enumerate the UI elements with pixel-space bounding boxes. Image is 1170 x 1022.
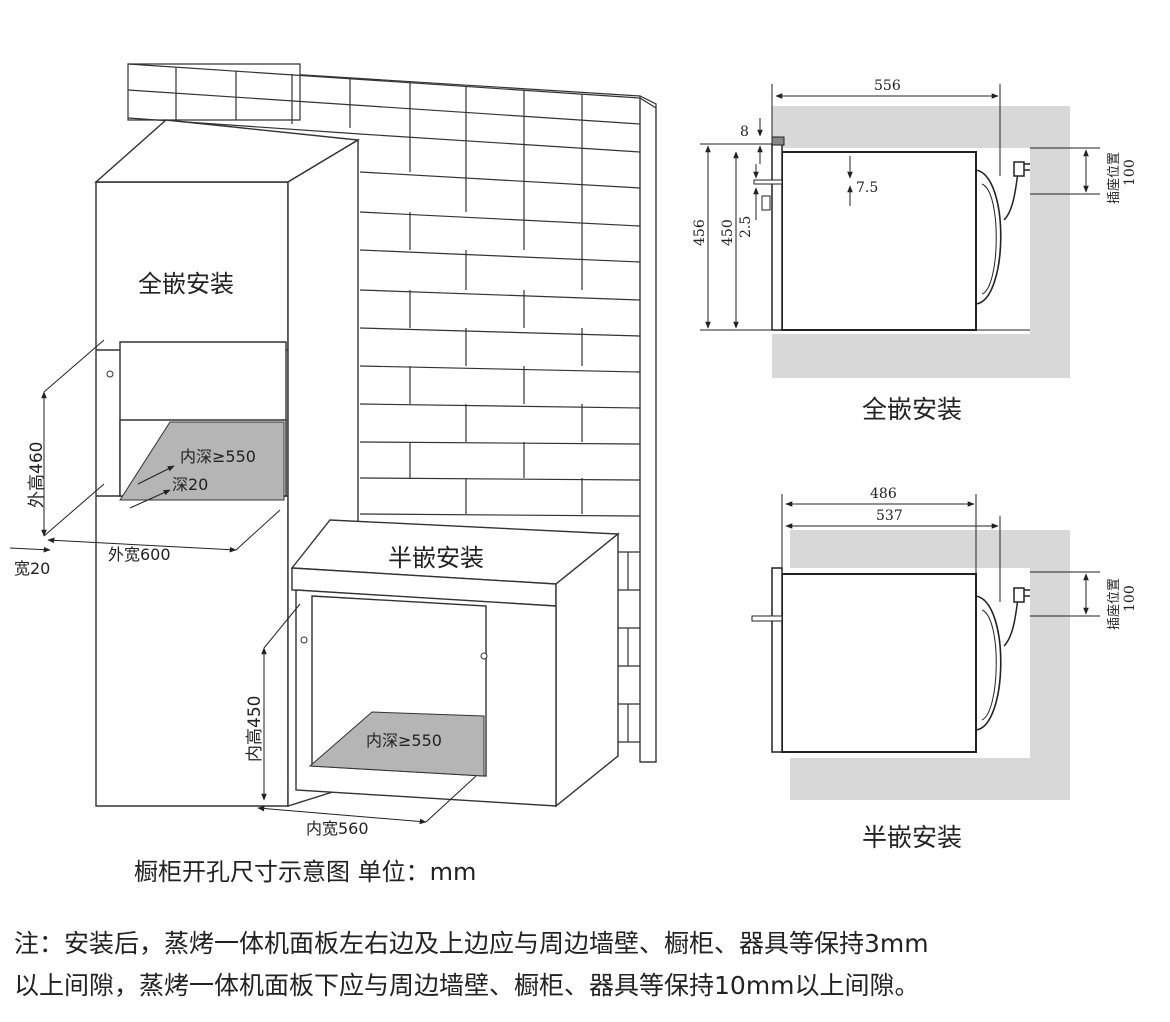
half-wall [790,530,1070,800]
left-labels: 全嵌安装 半嵌安装 外高460 内深≥550 深20 外宽600 宽20 内高4… [14,270,484,886]
dim-486: 486 [870,486,897,502]
width20-label: 宽20 [14,559,50,578]
full-embed-title: 全嵌安装 [862,395,962,424]
full-wall [772,106,1070,378]
full-socket-value: 100 [1122,159,1138,186]
half-oven-body [781,573,977,753]
upper-cavity-floor [119,421,285,501]
dim-2-5: 2.5 [738,216,754,238]
note-line-1: 注：安装后，蒸烤一体机面板左右边及上边应与周边墙壁、橱柜、器具等保持3mm [14,929,929,958]
brick-wall [127,63,657,763]
inner-depth-bottom-label: 内深≥550 [366,731,442,750]
half-embed-title: 半嵌安装 [862,823,962,852]
full-oven-body [781,151,977,331]
half-socket-label: 插座位置 [1107,578,1122,630]
label-half-embed: 半嵌安装 [388,544,484,572]
hinge-dot [106,370,114,378]
inner-width-label: 内宽560 [306,819,369,838]
depth20-label: 深20 [172,475,208,494]
outer-width-label: 外宽600 [108,545,171,564]
dim-450: 450 [720,219,736,246]
label-full-embed: 全嵌安装 [138,270,234,298]
half-embed-diagram: 486 537 插座位置 100 半嵌安装 [751,486,1138,852]
full-socket-label: 插座位置 [1107,152,1122,204]
inner-depth-top-label: 内深≥550 [180,447,256,466]
left-dimensions [9,339,477,825]
dim-537: 537 [876,508,903,524]
inner-height-label: 内高450 [245,696,265,762]
full-embed-diagram: 556 8 7.5 456 450 2.5 插座位置 100 全嵌安装 [692,78,1138,424]
lower-cavity-floor [308,711,485,777]
caption: 橱柜开孔尺寸示意图 单位：mm [134,858,476,886]
half-socket-value: 100 [1122,585,1138,612]
dim-8: 8 [740,124,749,140]
dim-556: 556 [874,78,901,94]
half-oven-panel [771,567,783,753]
dim-7-5: 7.5 [856,180,878,196]
dim-456: 456 [692,219,708,246]
hinge-dot [300,636,308,644]
outer-height-label: 外高460 [27,442,47,508]
hinge-dot [480,652,488,660]
full-oven-panel [771,143,783,331]
note-line-2: 以上间隙，蒸烤一体机面板下应与周边墙壁、橱柜、器具等保持10mm以上间隙。 [14,971,920,1000]
